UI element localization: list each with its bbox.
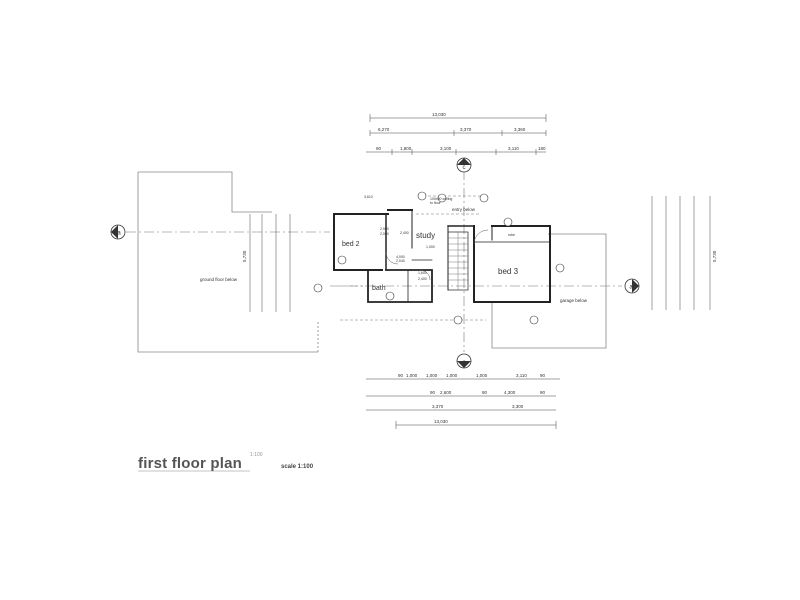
svg-text:2,900: 2,900 bbox=[380, 227, 389, 231]
label-garage-below: garage below bbox=[560, 298, 588, 303]
section-marker-c-top: c bbox=[456, 157, 472, 173]
svg-text:c: c bbox=[463, 165, 466, 171]
svg-text:1,000: 1,000 bbox=[476, 373, 488, 378]
top-dimension-text: 13,030 6,270 3,370 3,360 90 1,800 3,100 … bbox=[376, 112, 546, 151]
svg-text:a: a bbox=[117, 231, 121, 237]
svg-text:90: 90 bbox=[430, 390, 436, 395]
stair-treads bbox=[448, 232, 468, 290]
svg-text:3,110: 3,110 bbox=[516, 373, 527, 378]
svg-text:90: 90 bbox=[540, 390, 546, 395]
scale-label: scale 1:100 bbox=[281, 464, 314, 470]
bottom-dimensions bbox=[366, 378, 560, 429]
room-label-bed2: bed 2 bbox=[342, 241, 360, 248]
right-overall-dimension: 5,730 bbox=[712, 250, 717, 262]
svg-text:1,000: 1,000 bbox=[446, 373, 458, 378]
svg-text:90: 90 bbox=[398, 373, 404, 378]
section-marker-a-left: a bbox=[110, 224, 126, 240]
right-dimensions bbox=[651, 196, 711, 310]
svg-text:3,110: 3,110 bbox=[508, 146, 519, 151]
label-entry-below: entry below bbox=[452, 207, 476, 212]
svg-text:2,600: 2,600 bbox=[440, 390, 452, 395]
svg-text:a: a bbox=[629, 285, 633, 291]
svg-text:100x50 ceiling: 100x50 ceiling bbox=[430, 197, 452, 201]
svg-text:1,000: 1,000 bbox=[426, 373, 438, 378]
svg-text:1,800: 1,800 bbox=[400, 146, 412, 151]
svg-text:1,600: 1,600 bbox=[418, 271, 427, 275]
svg-text:90: 90 bbox=[376, 146, 382, 151]
svg-text:robe: robe bbox=[508, 233, 515, 237]
svg-text:3,100: 3,100 bbox=[440, 146, 452, 151]
svg-text:2,400: 2,400 bbox=[400, 231, 409, 235]
svg-text:2,040: 2,040 bbox=[396, 259, 405, 263]
ground-floor-outline bbox=[137, 171, 319, 353]
room-label-bath: bath bbox=[372, 285, 386, 292]
svg-text:180: 180 bbox=[538, 146, 546, 151]
svg-text:3,610: 3,610 bbox=[364, 195, 373, 199]
tag-markers bbox=[313, 191, 565, 325]
svg-text:to floor: to floor bbox=[430, 201, 442, 205]
svg-text:1,000: 1,000 bbox=[426, 245, 435, 249]
svg-text:13,030: 13,030 bbox=[432, 112, 446, 117]
bottom-dimension-text: 90 1,000 1,000 1,000 1,000 3,110 90 90 2… bbox=[398, 373, 546, 424]
svg-text:1,000: 1,000 bbox=[406, 373, 418, 378]
svg-text:2,400: 2,400 bbox=[418, 277, 427, 281]
svg-text:3,300: 3,300 bbox=[512, 404, 524, 409]
svg-text:c: c bbox=[463, 360, 466, 366]
section-marker-a-right: a bbox=[624, 278, 640, 294]
left-dimensions bbox=[249, 214, 291, 312]
door-swings bbox=[385, 229, 489, 281]
left-overall-dimension: 5,730 bbox=[242, 250, 247, 262]
interior-annotations: 3,610 2,900 2,000 2,400 1,000 4,000 2,04… bbox=[364, 195, 515, 281]
svg-text:90: 90 bbox=[482, 390, 488, 395]
svg-text:3,370: 3,370 bbox=[460, 127, 472, 132]
svg-text:2,000: 2,000 bbox=[380, 232, 389, 236]
room-label-study: study bbox=[416, 231, 435, 240]
label-ground-floor-below: ground floor below bbox=[200, 277, 238, 282]
section-marker-c-bottom: c bbox=[456, 353, 472, 369]
svg-text:13,030: 13,030 bbox=[434, 419, 448, 424]
svg-text:4,000: 4,000 bbox=[396, 255, 405, 259]
drawing-title: first floor plan bbox=[138, 455, 243, 472]
svg-text:90: 90 bbox=[540, 373, 546, 378]
garage-outline bbox=[491, 233, 607, 349]
svg-text:3,370: 3,370 bbox=[432, 404, 444, 409]
room-label-bed3: bed 3 bbox=[498, 267, 519, 276]
building-walls bbox=[333, 209, 551, 303]
title-note: 1:100 bbox=[250, 452, 263, 458]
svg-text:4,300: 4,300 bbox=[504, 390, 516, 395]
svg-text:3,360: 3,360 bbox=[514, 127, 526, 132]
svg-text:6,270: 6,270 bbox=[378, 127, 390, 132]
top-dimensions bbox=[366, 114, 547, 155]
